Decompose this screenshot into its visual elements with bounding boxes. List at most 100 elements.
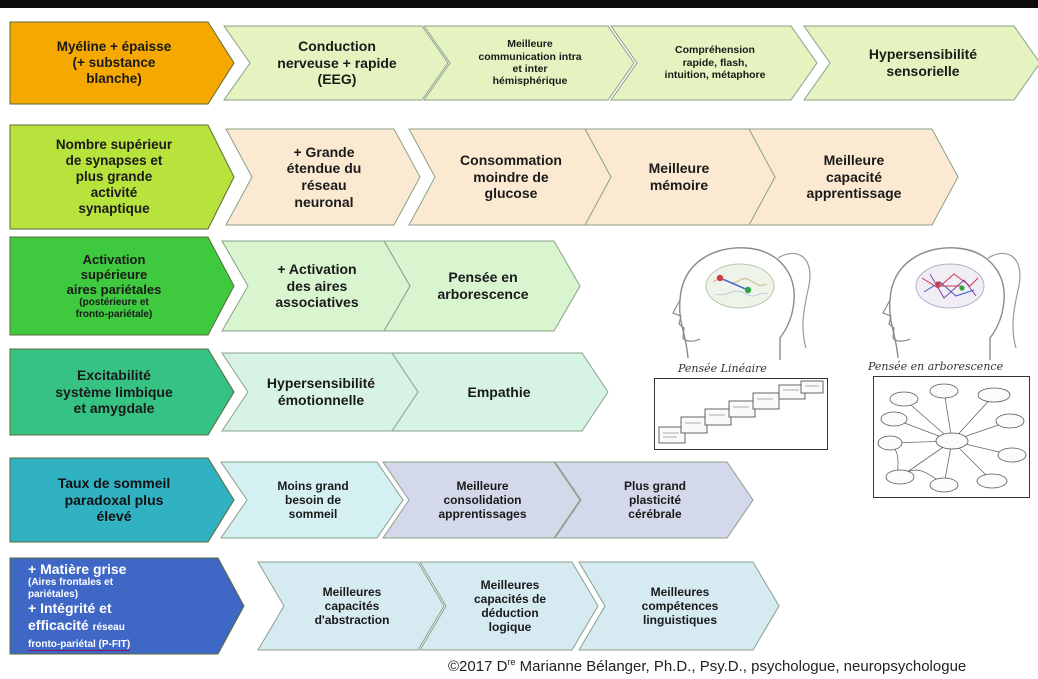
row-3-lead-shape	[9, 236, 235, 336]
row-5-item-2-fill	[382, 461, 581, 539]
row-1-item-4-fill	[803, 25, 1038, 101]
lead-line: plus grande	[75, 169, 153, 185]
lead-word: efficacité	[28, 617, 89, 633]
row-2-item-2-fill	[408, 128, 612, 226]
lead-line: (+ substance	[72, 55, 156, 71]
row-5-item-1-shape	[220, 461, 404, 539]
linear-thinking-box	[654, 378, 828, 450]
lead-line: + Intégrité et	[28, 600, 112, 617]
text-line: glucose	[484, 185, 538, 202]
row-2-item-1-shape	[225, 128, 421, 226]
row-6-lead-shape	[9, 557, 245, 655]
head-tree-svg	[882, 247, 1021, 360]
row-4-item-2: Empathie	[387, 352, 609, 432]
row-1-item-3-fill	[610, 25, 818, 101]
text-line: capacités	[324, 598, 380, 613]
lead-line: Myéline + épaisse	[56, 39, 172, 55]
lead-line: synaptique	[78, 200, 150, 216]
lead-line: Excitabilité	[77, 367, 151, 384]
text-line: émotionnelle	[277, 392, 365, 408]
text-line: + Activation	[277, 261, 357, 278]
lead-line: de synapses et	[65, 153, 163, 169]
caption-linear: Pensée Linéaire	[678, 362, 767, 375]
lead-line-combo: efficacité réseau	[28, 617, 130, 634]
text-line: sommeil	[288, 507, 338, 522]
text-line: Hypersensibilité	[868, 46, 978, 63]
tree-map-svg	[877, 383, 1027, 493]
row-1-lead-fill	[9, 21, 235, 105]
text-line: rapide, flash,	[682, 56, 748, 69]
row-1-lead-shape	[9, 21, 235, 105]
text-line: plasticité	[628, 492, 681, 507]
lead-line: blanche)	[86, 70, 142, 86]
text-line: compétences	[641, 598, 719, 613]
text-line: Meilleures	[322, 584, 382, 599]
text-line: besoin de	[284, 492, 341, 507]
text-line: moindre de	[473, 168, 549, 185]
row-4-item-1-fill	[221, 352, 419, 432]
copyright-footer: ©2017 Dre Marianne Bélanger, Ph.D., Psy.…	[448, 657, 966, 675]
lead-word-small: réseau	[92, 622, 125, 633]
text-line: consolidation	[443, 492, 522, 507]
lead-line: aires pariétales	[66, 282, 162, 298]
row-5-item-3-shape	[554, 461, 754, 539]
tree-thinking-box	[873, 376, 1030, 498]
text-line: Meilleures	[650, 584, 710, 599]
text-line: cérébrale	[628, 507, 682, 522]
row-2-item-1-fill	[225, 128, 421, 226]
row-2-lead-shape	[9, 124, 235, 230]
text-line: communication intra	[478, 50, 582, 63]
text-line: Meilleure	[823, 152, 885, 169]
text-line: (EEG)	[317, 71, 357, 88]
head-illustration-linear	[668, 238, 818, 368]
lead-line: Nombre supérieur	[55, 137, 173, 153]
row-3-item-1-shape	[221, 240, 411, 332]
text-line: Moins grand	[277, 478, 349, 493]
row-3-item-1-fill	[221, 240, 411, 332]
lead-sub-line: fronto-pariétale)	[75, 308, 153, 320]
text-line: hémisphérique	[492, 75, 568, 88]
text-line: Pensée en	[448, 269, 518, 286]
row-5-lead-shape	[9, 457, 235, 543]
top-bar	[0, 0, 1038, 8]
lead-sub-line: (Aires frontales et	[28, 577, 114, 589]
text-line: apprentissage	[806, 185, 902, 202]
text-line: Compréhension	[675, 44, 755, 57]
text-line: logique	[488, 620, 532, 635]
text-line: étendue du	[286, 160, 362, 177]
lead-sub-line: pariétales)	[28, 588, 79, 600]
row-6-lead-fill	[9, 557, 245, 655]
lead-sub-underlined: fronto-pariétal (P-FIT)	[28, 638, 131, 652]
text-line: capacité	[825, 168, 883, 185]
text-line: d'abstraction	[314, 613, 390, 628]
row-2-item-2-shape	[408, 128, 612, 226]
lead-line: système limbique	[55, 383, 173, 400]
text-line: neuronal	[294, 193, 354, 210]
row-5-item-3-fill	[554, 461, 754, 539]
text-line: Conduction	[298, 38, 376, 55]
